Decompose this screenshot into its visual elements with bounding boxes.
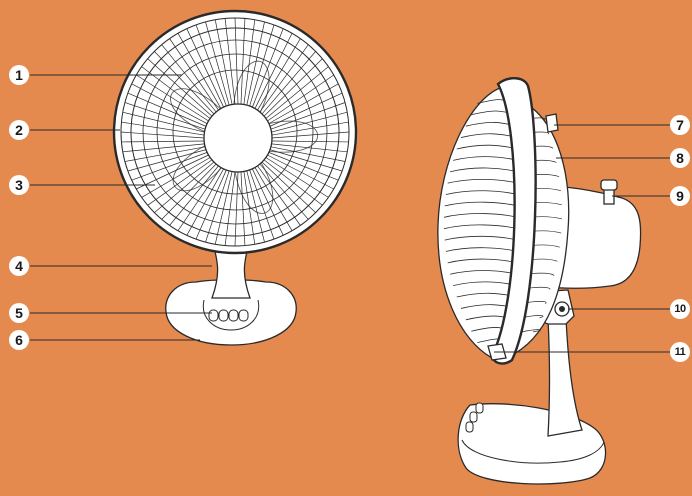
front-stand-neck — [212, 247, 250, 298]
callout-8: 8 — [670, 148, 690, 168]
front-spinner-cap — [204, 104, 272, 172]
callout-5: 5 — [9, 303, 29, 323]
callout-4: 4 — [9, 256, 29, 276]
callout-9: 9 — [670, 186, 690, 206]
callout-6: 6 — [9, 330, 29, 350]
tilt-knob-center — [559, 306, 565, 312]
callout-10: 10 — [670, 299, 690, 319]
callout-7: 7 — [670, 115, 690, 135]
callout-11: 11 — [670, 342, 690, 362]
callout-3: 3 — [9, 175, 29, 195]
oscillation-knob — [601, 180, 617, 190]
callout-1: 1 — [9, 65, 29, 85]
callout-2: 2 — [9, 120, 29, 140]
guard-clip — [546, 114, 558, 132]
